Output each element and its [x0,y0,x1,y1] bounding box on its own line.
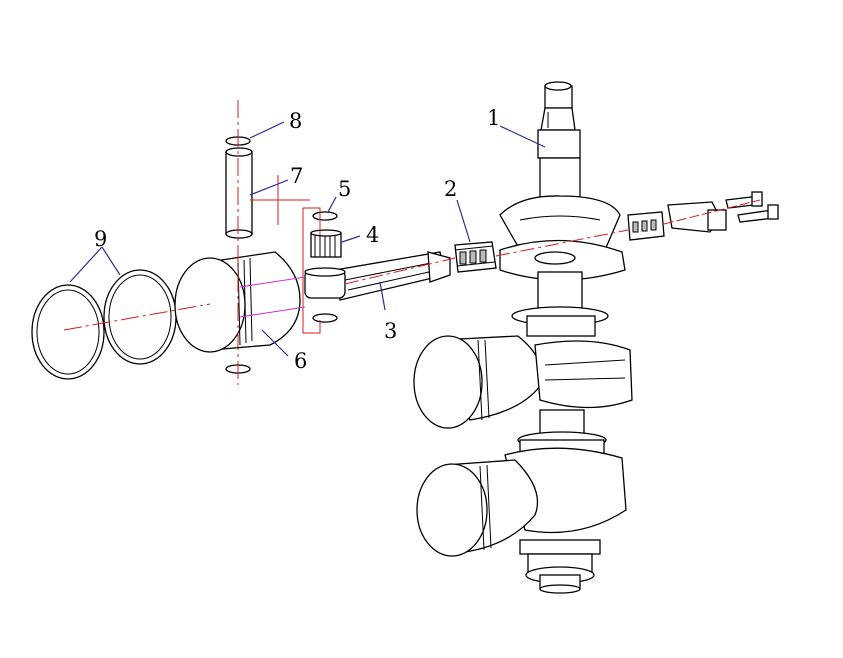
callout-labels: 1 2 3 4 5 6 7 8 9 [94,106,500,373]
callout-3: 3 [384,319,397,343]
callout-6: 6 [294,349,307,373]
callout-2: 2 [444,177,457,201]
callout-7: 7 [290,164,303,188]
connecting-rod-part-3 [304,251,451,301]
piston-ring-2 [103,269,177,365]
leader-lines [69,121,546,357]
crankshaft-part-1 [413,81,633,594]
thrust-washers-part-5 [312,211,338,323]
callout-8: 8 [289,109,302,133]
big-end-bearing-part-2 [454,241,497,273]
callout-1: 1 [487,106,500,130]
callout-5: 5 [338,177,351,201]
piston-ring-1 [31,284,105,380]
callout-4: 4 [366,223,379,247]
wrist-pin-axis [239,276,306,318]
piston-part-6 [174,251,301,353]
center-lines [63,100,761,385]
rod-cap-assembly [627,191,779,241]
callout-9: 9 [94,227,107,251]
piston-rings [31,269,177,380]
wrist-pin-part-7 [225,147,253,239]
needle-bearing-part-4 [310,229,342,258]
